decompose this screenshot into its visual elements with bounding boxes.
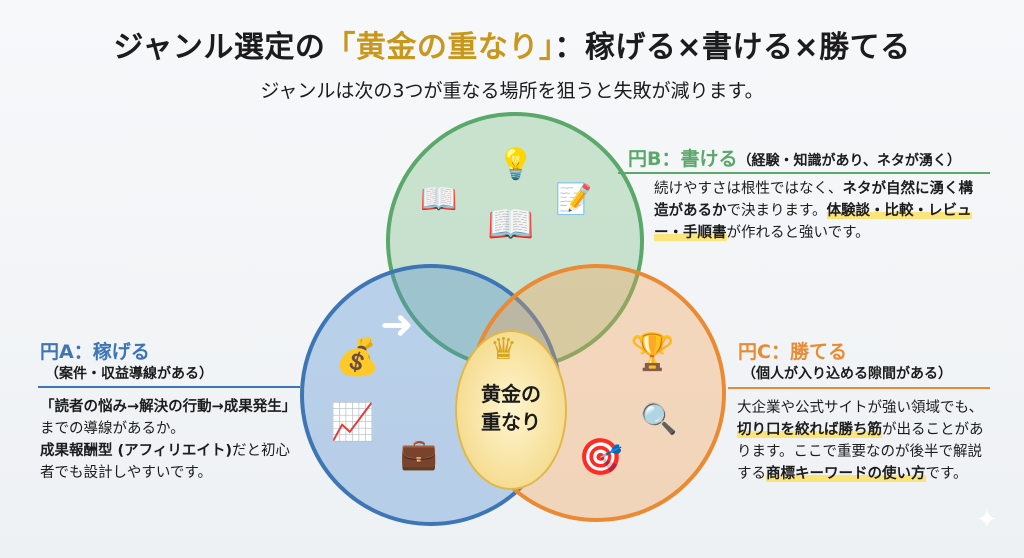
arrow-icon: ➜ bbox=[380, 302, 414, 348]
bold-text: 「読者の悩み→解決の行動→成果発生」 bbox=[40, 399, 297, 415]
bold-text: ネタが自然に湧く構造があるか bbox=[654, 181, 973, 219]
text: 大企業や公式サイトが強い領域でも、 bbox=[737, 400, 984, 416]
circle-c-divider bbox=[728, 387, 990, 389]
text: が出ることがあります。ここで重要なのが後半で解説する bbox=[737, 422, 984, 482]
document-pen-icon: 📝 bbox=[555, 182, 593, 217]
title-pre: ジャンル選定の bbox=[113, 30, 326, 65]
circle-b-heading: 円B：書ける（経験・知識があり、ネタが湧く） bbox=[628, 144, 961, 171]
circle-a-title: 円A：稼げる bbox=[40, 341, 150, 363]
circle-c-title: 円C：勝てる bbox=[738, 341, 847, 363]
text: です。 bbox=[925, 466, 968, 482]
circle-b-subtitle: （経験・知識があり、ネタが湧く） bbox=[737, 153, 961, 169]
text: だと初心者でも設計しやすいです。 bbox=[40, 443, 291, 481]
circle-a-subtitle: （案件・収益導線がある） bbox=[45, 366, 213, 382]
book-lightbulb-icon: 📖 bbox=[420, 182, 458, 217]
subtitle: ジャンルは次の3つが重なる場所を狙うと失敗が減ります。 bbox=[260, 80, 764, 102]
growth-chart-icon: 📈 bbox=[330, 402, 375, 443]
bold-text: 成果報酬型 (アフィリエイト) bbox=[40, 443, 233, 459]
circle-c-body: 大企業や公式サイトが強い領域でも、切り口を絞れば勝ち筋が出ることがあります。ここ… bbox=[737, 397, 987, 485]
briefcase-icon: 💼 bbox=[400, 437, 438, 472]
sparkle-icon: ✦ bbox=[976, 505, 998, 535]
crown-icon: ♛ bbox=[490, 332, 517, 367]
circle-a-body: 「読者の悩み→解決の行動→成果発生」までの導線があるか。成果報酬型 (アフィリエ… bbox=[40, 396, 297, 484]
text: が作れると強いです。 bbox=[726, 225, 870, 241]
open-book-icon: 📖 bbox=[487, 202, 535, 246]
circle-b-title: 円B：書ける bbox=[628, 148, 738, 170]
trophy-icon: 🏆 bbox=[630, 332, 675, 373]
circle-a-divider bbox=[38, 386, 300, 388]
center-label-line2: 重なり bbox=[481, 410, 541, 434]
target-icon: 🎯 bbox=[578, 437, 623, 478]
money-bags-icon: 💰 bbox=[335, 337, 380, 378]
lightbulb-icon: 💡 bbox=[497, 147, 535, 182]
text: 続けやすさは根性ではなく、 bbox=[654, 181, 843, 197]
highlight-text: 切り口を絞れば勝ち筋 bbox=[737, 422, 882, 438]
circle-b-body: 続けやすさは根性ではなく、ネタが自然に湧く構造があるかで決まります。体験談・比較… bbox=[654, 178, 984, 244]
text: までの導線があるか。 bbox=[40, 421, 185, 437]
center-label-line1: 黄金の bbox=[481, 382, 541, 406]
center-label: 黄金の重なり bbox=[455, 380, 567, 436]
text: で決まります。 bbox=[726, 203, 827, 219]
golden-overlap bbox=[455, 330, 567, 490]
highlight-text: 商標キーワードの使い方 bbox=[766, 466, 926, 482]
magnifier-star-icon: 🔍 bbox=[640, 402, 678, 437]
page-title: ジャンル選定の「黄金の重なり」：稼げる×書ける×勝てる bbox=[0, 22, 1024, 66]
title-post: ：稼げる×書ける×勝てる bbox=[554, 30, 911, 65]
circle-c-subtitle: （個人が入り込める隙間がある） bbox=[742, 366, 952, 382]
title-highlight: 「黄金の重なり」 bbox=[325, 30, 555, 65]
circle-b-divider bbox=[618, 172, 990, 174]
